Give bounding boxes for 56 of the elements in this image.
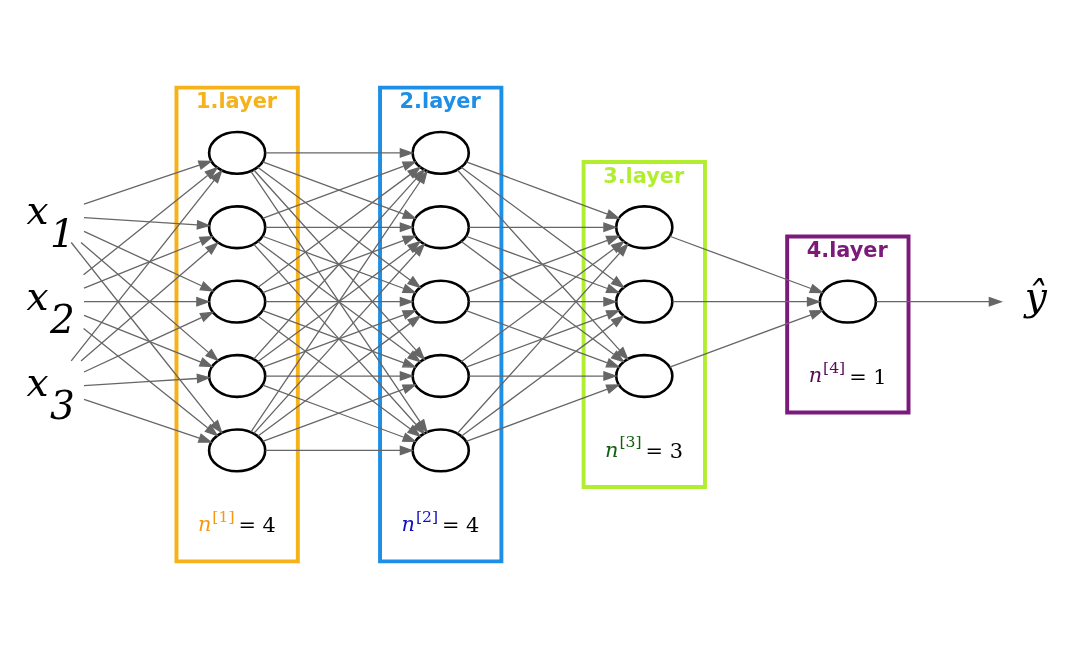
node-label: n$^{[4]}$ = 1 [808, 357, 887, 389]
arrow [460, 314, 626, 437]
arrow [80, 241, 220, 362]
node-circle [207, 204, 267, 249]
arrow [669, 309, 825, 368]
arrow [70, 168, 223, 361]
arrow [83, 311, 215, 373]
arrow [456, 242, 630, 434]
node-circle [207, 279, 267, 324]
arrow [83, 398, 213, 443]
arrow [465, 309, 621, 368]
node-circle [411, 427, 471, 473]
arrow [456, 168, 630, 361]
arrow [83, 373, 212, 386]
node-circle [411, 204, 471, 249]
node-circle [818, 279, 878, 324]
node-label: n$^{[3]}$ = 3 [605, 431, 683, 463]
arrow [83, 160, 213, 205]
arrow [83, 296, 211, 307]
node-circle [614, 204, 674, 249]
arrow [264, 221, 415, 232]
arrow [465, 383, 621, 442]
arrow [262, 309, 417, 368]
arrow [82, 327, 219, 437]
node-circle [614, 279, 674, 324]
node-label: n$^{[1]}$ = 4 [198, 506, 276, 537]
arrow [468, 296, 618, 307]
arrow [264, 296, 415, 307]
arrow [669, 235, 825, 293]
node-circle [207, 353, 267, 398]
arrow [465, 160, 621, 219]
node-circle [411, 279, 471, 324]
arrow [83, 216, 212, 230]
arrow [262, 235, 417, 293]
arrow [83, 314, 214, 367]
arrow [264, 370, 415, 381]
node-circle [411, 353, 471, 398]
node-circle [207, 130, 267, 175]
arrow [82, 166, 219, 275]
arrow [672, 296, 822, 307]
node-circle [614, 353, 674, 398]
node-text: ŷ [1024, 273, 1047, 319]
arrow [468, 221, 618, 232]
node-circle [207, 427, 267, 473]
arrow [875, 296, 1004, 307]
arrow [465, 235, 621, 293]
node-circle [411, 130, 471, 175]
arrow [264, 444, 415, 455]
arrow [262, 383, 417, 442]
arrow [264, 147, 415, 158]
arrow [257, 314, 422, 437]
arrow [468, 370, 618, 381]
arrow [70, 241, 223, 434]
node-label: n$^{[2]}$ = 4 [401, 506, 480, 537]
arrow [460, 166, 626, 288]
arrow [262, 160, 417, 219]
